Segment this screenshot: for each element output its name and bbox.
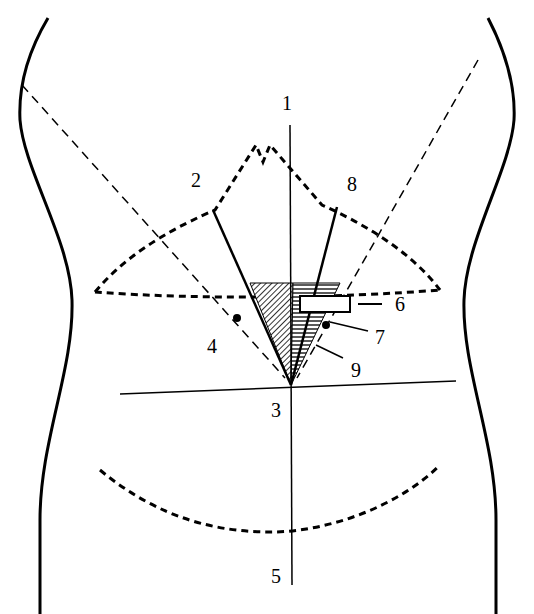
callout-number: 6	[395, 294, 405, 314]
callout-number: 2	[191, 170, 201, 190]
callout-number: 5	[271, 566, 281, 586]
callout-number: 9	[351, 360, 361, 380]
callout-number: 3	[271, 400, 281, 420]
callout-number: 1	[282, 93, 292, 113]
callout-number: 4	[207, 336, 217, 356]
callout-number: 7	[375, 327, 385, 347]
callout-number: 8	[347, 174, 357, 194]
